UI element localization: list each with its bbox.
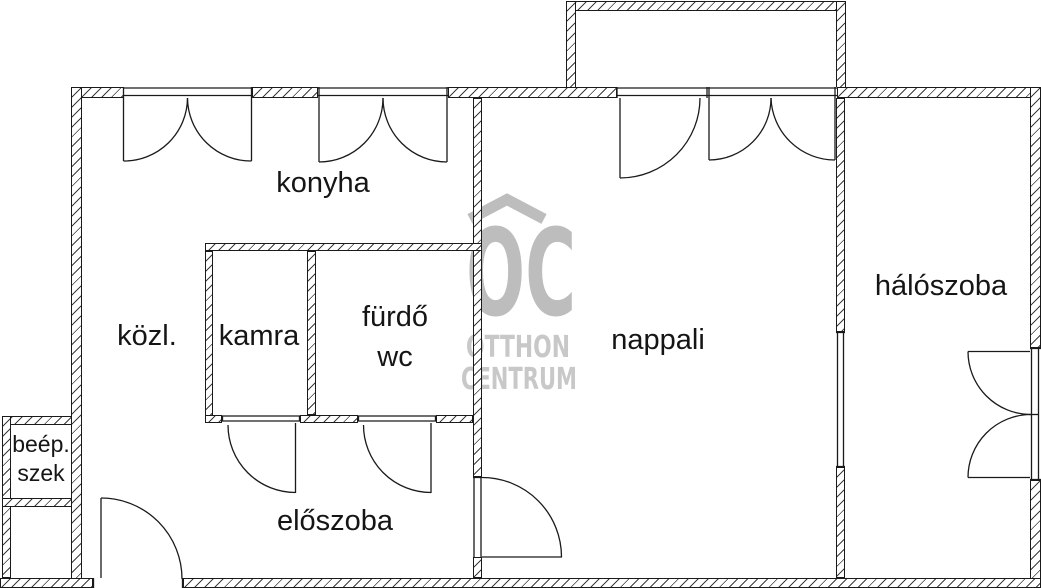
wall-nappali-haloszoba-lower xyxy=(836,467,845,578)
nappali-window-opening xyxy=(707,87,837,98)
room-label-szekreny-line1: beép. xyxy=(12,431,70,457)
room-label-konyha: konyha xyxy=(276,167,370,199)
wall-eloszoba-nappali-upper xyxy=(473,98,482,477)
wall-nappali-haloszoba-upper xyxy=(836,98,845,332)
kitchen-window-2-opening xyxy=(318,87,448,98)
door-arc-icon-furdo xyxy=(357,415,437,494)
watermark-roof-icon xyxy=(467,193,547,224)
wardrobe-wall-divider xyxy=(2,498,72,507)
room-label-furdo-wc: fürdő wc xyxy=(362,297,428,377)
eloszoba-nappali-door-opening xyxy=(473,477,482,557)
window-icon-nappali xyxy=(707,87,837,161)
room-label-kamra: kamra xyxy=(218,320,300,352)
wall-kamra-furdo xyxy=(307,251,316,415)
kitchen-window-1-opening xyxy=(123,87,252,98)
entry-door-opening xyxy=(93,578,183,588)
watermark-logo-text: OC xyxy=(466,205,576,344)
kamra-door-threshold xyxy=(222,415,300,423)
balcony-door-opening xyxy=(617,87,707,98)
wall-innerbox-bottom-1 xyxy=(205,415,222,423)
wall-innerbox-top xyxy=(205,243,482,251)
door-arc-icon-kamra xyxy=(221,415,301,494)
room-label-eloszoba: előszoba xyxy=(276,505,394,537)
room-label-nappali: nappali xyxy=(611,324,705,356)
door-arc-icon-nappali xyxy=(473,476,563,558)
room-label-szekreny-line2: szek xyxy=(17,460,65,486)
wall-innerbox-bottom-3 xyxy=(436,415,473,423)
wall-innerbox-bottom-2 xyxy=(300,415,358,423)
wall-top-2 xyxy=(252,87,318,98)
doorway-lines-nappali-haloszoba xyxy=(836,331,845,468)
furdo-door-threshold xyxy=(358,415,436,423)
room-label-haloszoba: hálószoba xyxy=(874,270,1008,302)
nappali-haloszoba-doorway xyxy=(836,332,845,467)
wall-eloszoba-nappali-lower xyxy=(473,557,482,578)
balcony-wall-right xyxy=(836,1,846,88)
window-icon-kitchen-1 xyxy=(122,87,253,162)
room-label-furdo-line1: fürdő xyxy=(361,301,429,333)
watermark-line1: OTTHON xyxy=(466,330,570,365)
wardrobe-wall-left xyxy=(2,416,11,578)
room-label-szekreny: beép. szek xyxy=(12,430,70,488)
room-label-kozl: közl. xyxy=(117,320,177,352)
door-arc-icon-balcony xyxy=(616,87,708,179)
balcony-wall-left xyxy=(566,1,576,88)
window-icon-kitchen-2 xyxy=(318,87,448,163)
door-arc-icon-entry xyxy=(92,497,184,588)
window-icon-haloszoba xyxy=(967,347,1041,481)
room-label-furdo-line2: wc xyxy=(377,341,413,373)
